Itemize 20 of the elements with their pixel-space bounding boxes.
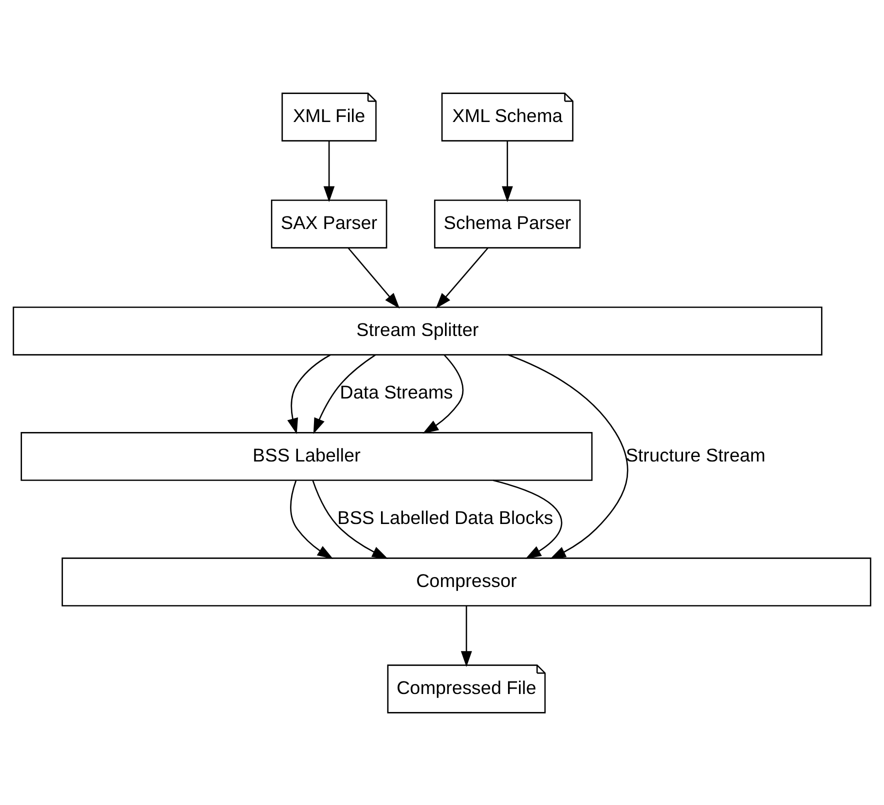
arrow (287, 354, 331, 434)
edge-label: Data Streams (340, 381, 453, 402)
node-box: BSS Labeller (20, 432, 593, 480)
node-box: Compressor (62, 557, 872, 606)
edge-label: Structure Stream (626, 444, 766, 465)
arrow (460, 605, 472, 667)
arrow (502, 140, 513, 202)
arrow (313, 354, 376, 434)
arrow (348, 247, 400, 308)
node-box: Schema Parser (434, 199, 581, 248)
node-box: Stream Splitter (12, 306, 822, 355)
arrow (312, 480, 388, 558)
arrow (492, 479, 562, 558)
arrow (436, 247, 488, 308)
arrow (290, 480, 334, 559)
arrow (324, 140, 335, 202)
arrow (508, 354, 628, 558)
arrow (422, 354, 464, 434)
node-box: SAX Parser (270, 199, 388, 248)
edge-label: BSS Labelled Data Blocks (337, 506, 554, 528)
